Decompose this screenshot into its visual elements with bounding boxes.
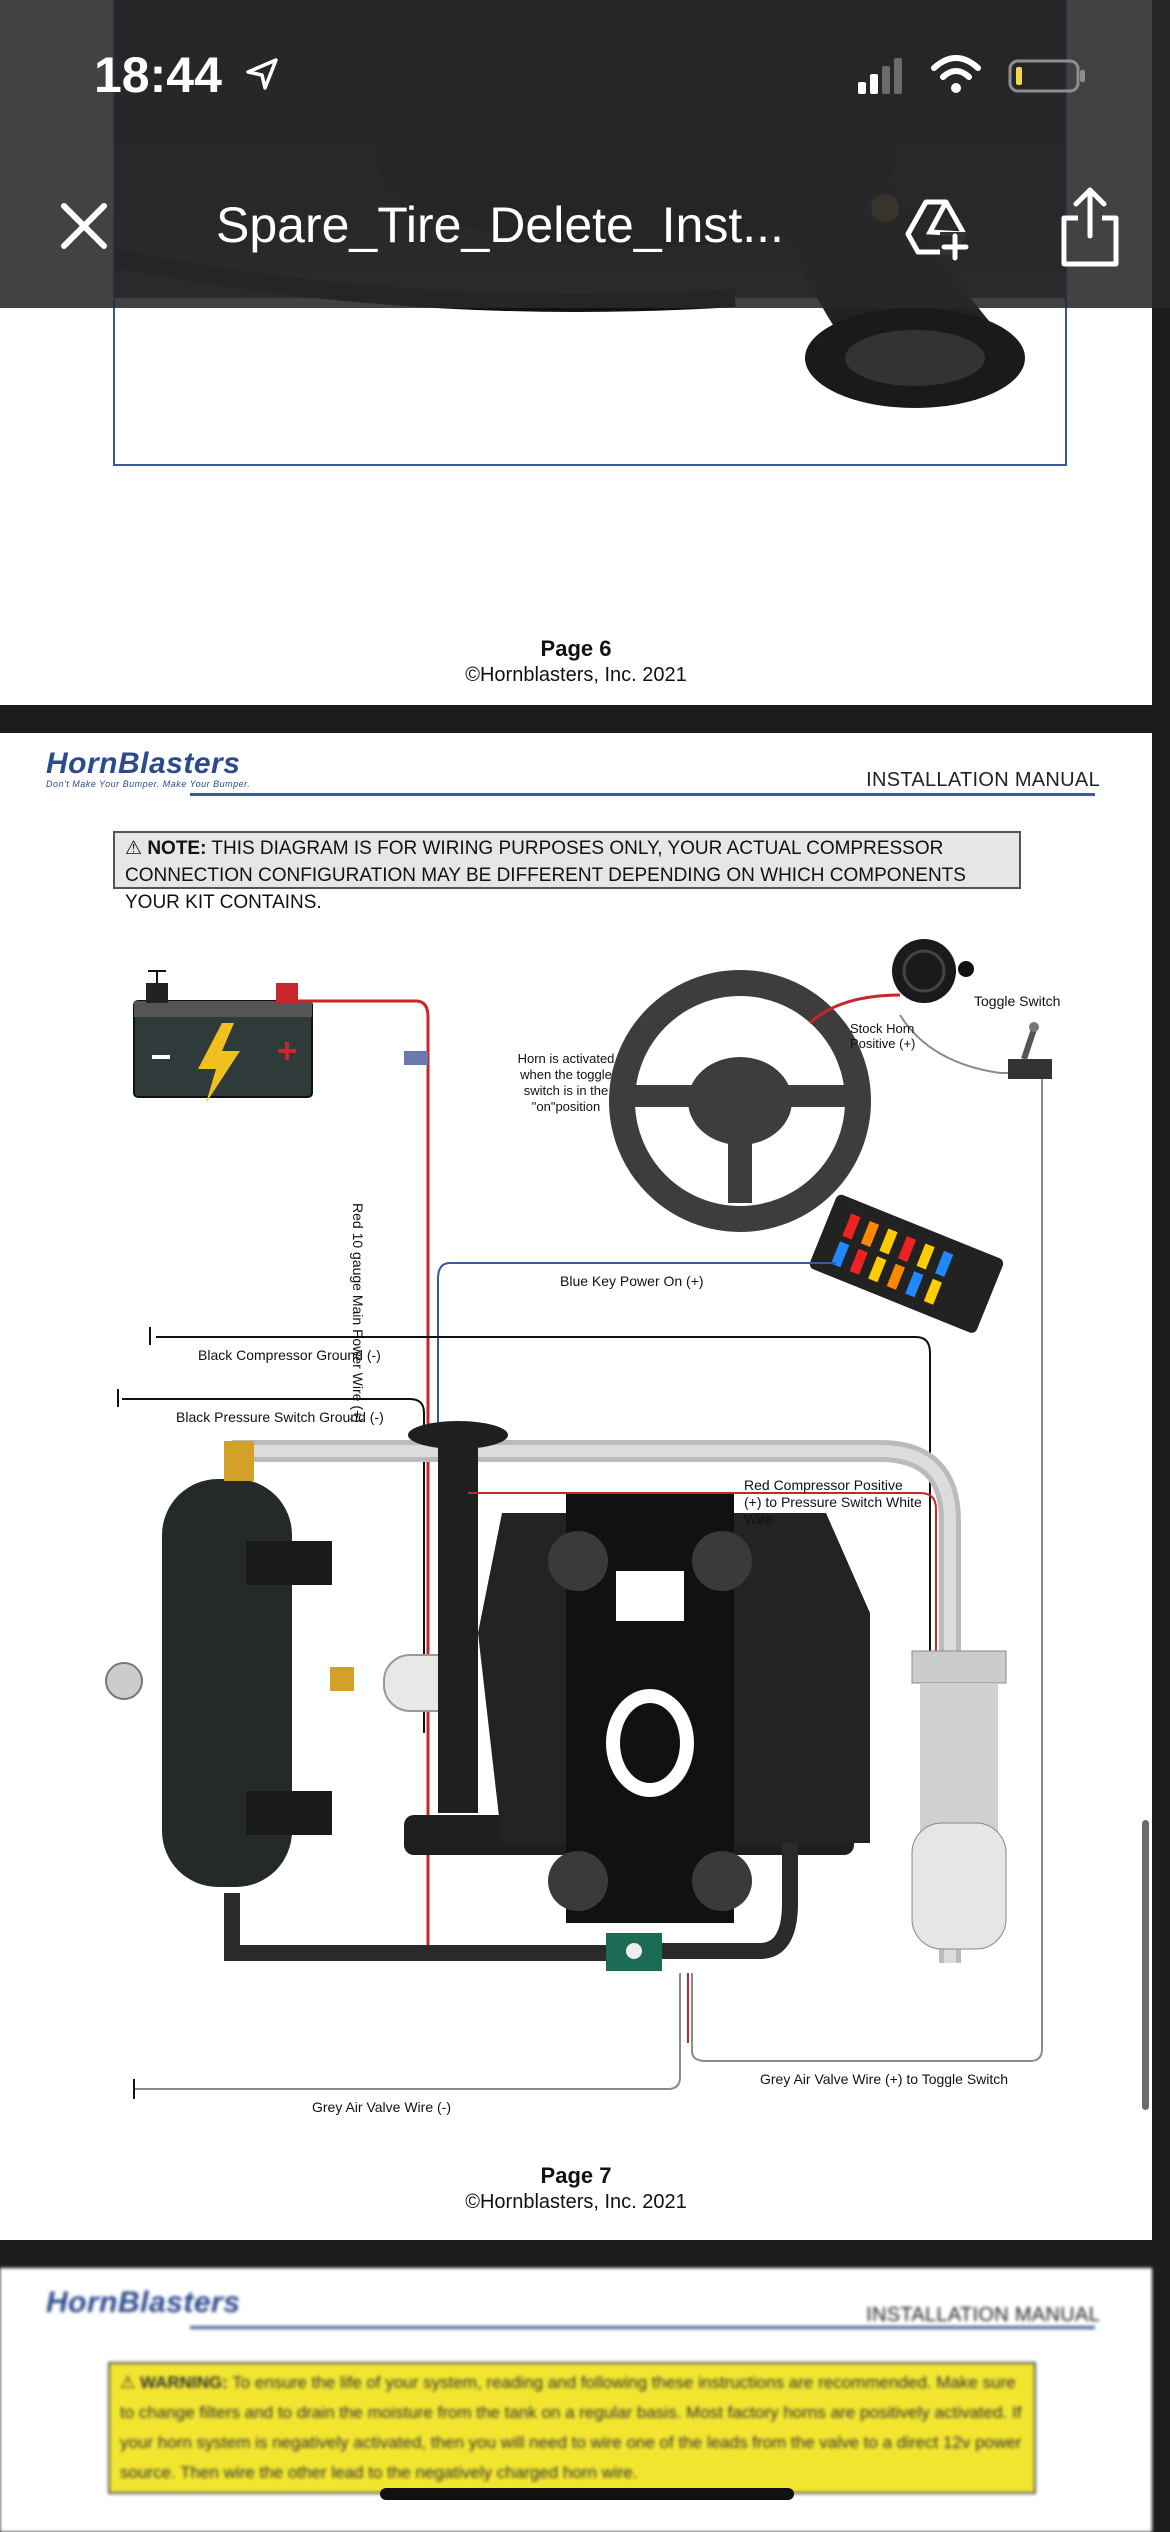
warning-bold: WARNING: <box>139 2373 228 2392</box>
close-icon[interactable] <box>54 196 114 256</box>
location-arrow-icon <box>246 58 278 90</box>
manual-label: INSTALLATION MANUAL <box>866 769 1100 791</box>
manual-label: INSTALLATION MANUAL <box>866 2304 1100 2326</box>
note-bold: NOTE: <box>147 838 207 859</box>
label-blue-key: Blue Key Power On (+) <box>560 1273 704 1289</box>
battery-icon <box>1008 59 1085 93</box>
air-tank-icon <box>105 1441 332 1887</box>
wiring-diagram <box>105 939 1052 2099</box>
note-text: THIS DIAGRAM IS FOR WIRING PURPOSES ONLY… <box>125 838 966 913</box>
label-toggle-switch: Toggle Switch <box>974 993 1061 1009</box>
label-black-compressor-ground: Black Compressor Ground (-) <box>198 1347 381 1363</box>
grey-valve-neg-wire <box>134 1973 681 2090</box>
header-rule <box>190 793 1095 796</box>
hornblasters-logo: HornBlasters <box>46 2286 240 2320</box>
hornblasters-logo: HornBlasters Don't Make Your Bumper. Mak… <box>46 747 250 789</box>
compressor-icon <box>478 1493 870 1923</box>
page-header: HornBlasters Don't Make Your Bumper. Mak… <box>0 733 1152 813</box>
add-to-drive-icon[interactable] <box>900 192 972 264</box>
scrollbar[interactable] <box>1142 1820 1149 2110</box>
air-filter-icon <box>911 1650 1007 1950</box>
pdf-page-7: HornBlasters Don't Make Your Bumper. Mak… <box>0 733 1152 2240</box>
document-title: Spare_Tire_Delete_Inst... <box>216 197 784 253</box>
label-grey-valve-pos: Grey Air Valve Wire (+) to Toggle Switch <box>760 2071 1009 2087</box>
label-stock-horn: Stock Horn Positive (+) <box>850 1021 916 1051</box>
logo-text: HornBlasters <box>46 747 241 780</box>
blue-key-wire <box>437 1262 836 1453</box>
status-time: 18:44 <box>94 47 222 103</box>
red-compressor-positive-wire <box>468 1492 937 1673</box>
cellular-signal-icon <box>858 58 902 94</box>
steering-wheel-icon <box>609 970 871 1232</box>
header-rule <box>190 2326 1095 2329</box>
page-header: HornBlasters INSTALLATION MANUAL <box>0 2268 1152 2348</box>
fuse-box-icon <box>809 1194 1004 1333</box>
page-7-footer: Page 7 ©Hornblasters, Inc. 2021 <box>0 2163 1152 2214</box>
label-horn-activated: Horn is activated when the toggle switch… <box>517 1051 615 1114</box>
logo-tagline: Don't Make Your Bumper. Make Your Bumper… <box>46 779 251 789</box>
black-compressor-ground <box>156 1336 931 1833</box>
label-red-compressor-positive: Red Compressor Positive (+) to Pressure … <box>744 1477 922 1527</box>
label-black-pressure-switch-ground: Black Pressure Switch Ground (-) <box>176 1409 384 1425</box>
air-valve-icon <box>224 1843 798 1971</box>
label-red-main-wire: Red 10 gauge Main Power Wire (+) <box>350 1203 366 1423</box>
grey-valve-pos-wire <box>691 1079 1043 2062</box>
toggle-switch-icon <box>1008 1022 1052 1079</box>
label-grey-valve-neg: Grey Air Valve Wire (-) <box>312 2099 451 2115</box>
copyright: ©Hornblasters, Inc. 2021 <box>465 664 687 686</box>
viewer-toolbar: 18:44 Spare_Tire_Delete_Inst... <box>0 0 1170 308</box>
note-box: ⚠ NOTE: THIS DIAGRAM IS FOR WIRING PURPO… <box>113 831 1021 913</box>
logo-text: HornBlasters <box>46 2286 241 2319</box>
stock-horn-icon <box>892 939 974 1003</box>
warning-triangle-icon: ⚠ <box>120 2373 136 2392</box>
warning-box: ⚠ WARNING: To ensure the life of your sy… <box>108 2362 1036 2494</box>
share-icon[interactable] <box>1054 186 1126 268</box>
battery-icon <box>133 970 313 1103</box>
warning-text: To ensure the life of your system, readi… <box>120 2373 1022 2482</box>
copyright: ©Hornblasters, Inc. 2021 <box>465 2191 687 2213</box>
red-main-wire <box>298 999 430 1953</box>
warning-triangle-icon: ⚠ <box>125 838 143 859</box>
home-indicator[interactable] <box>380 2488 794 2500</box>
page-number: Page 7 <box>540 2163 612 2188</box>
fuse-holder-icon <box>404 1051 428 1065</box>
page-6-footer: Page 6 ©Hornblasters, Inc. 2021 <box>0 636 1152 687</box>
wifi-icon <box>931 55 981 93</box>
page-number: Page 6 <box>540 636 612 661</box>
black-pressure-switch-ground <box>122 1398 425 1733</box>
